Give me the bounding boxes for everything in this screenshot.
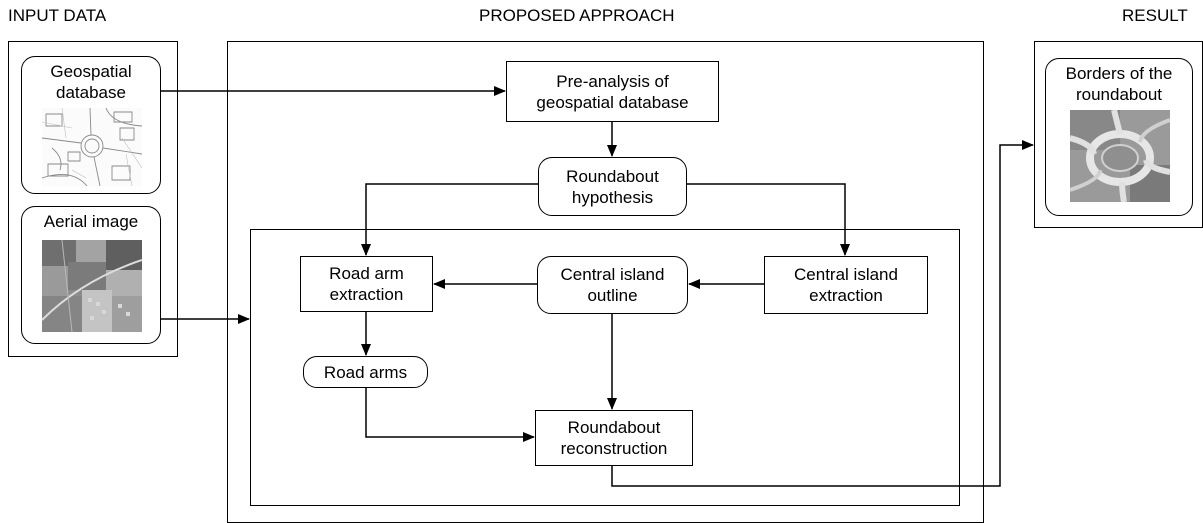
result-label-line-2: roundabout (1075, 85, 1163, 104)
road-arm-extraction-node: Road arm extraction (300, 256, 433, 312)
result-header: RESULT (1122, 6, 1188, 25)
roundabout-hypothesis-node: Roundabout hypothesis (538, 157, 687, 216)
preanalysis-line-1: Pre-analysis of (556, 71, 669, 91)
road-arm-extraction-line-1: Road arm (329, 264, 404, 283)
central-island-extraction-line-1: Central island (794, 265, 898, 284)
preanalysis-line-2: geospatial database (536, 92, 689, 112)
road-arms-node: Road arms (303, 356, 428, 388)
road-arms-label: Road arms (323, 362, 408, 382)
aerial-label: Aerial image (43, 212, 139, 231)
preanalysis-node: Pre-analysis of geospatial database (506, 61, 719, 122)
result-label-line-1: Borders of the (1065, 64, 1173, 83)
proposed-approach-header: PROPOSED APPROACH (479, 6, 675, 25)
central-island-outline-line-1: Central island (560, 265, 665, 284)
central-island-extraction-line-2: extraction (809, 286, 883, 305)
central-island-outline-line-2: outline (587, 286, 638, 305)
central-island-extraction-node: Central island extraction (764, 256, 928, 314)
geospatial-label-line-2: database (56, 83, 126, 102)
roundabout-result-thumbnail (1070, 110, 1170, 202)
aerial-photo-thumbnail (42, 240, 142, 332)
central-island-outline-node: Central island outline (537, 256, 688, 314)
reconstruction-line-2: reconstruction (560, 439, 668, 458)
reconstruction-line-1: Roundabout (567, 418, 661, 437)
input-data-panel (8, 41, 178, 357)
road-arm-extraction-line-2: extraction (329, 285, 404, 304)
hypothesis-line-2: hypothesis (571, 187, 654, 207)
geospatial-label-line-1: Geospatial (50, 62, 132, 81)
geospatial-map-thumbnail (42, 108, 142, 186)
roundabout-reconstruction-node: Roundabout reconstruction (535, 410, 693, 466)
hypothesis-line-1: Roundabout (566, 166, 659, 186)
input-data-header: INPUT DATA (8, 6, 107, 25)
